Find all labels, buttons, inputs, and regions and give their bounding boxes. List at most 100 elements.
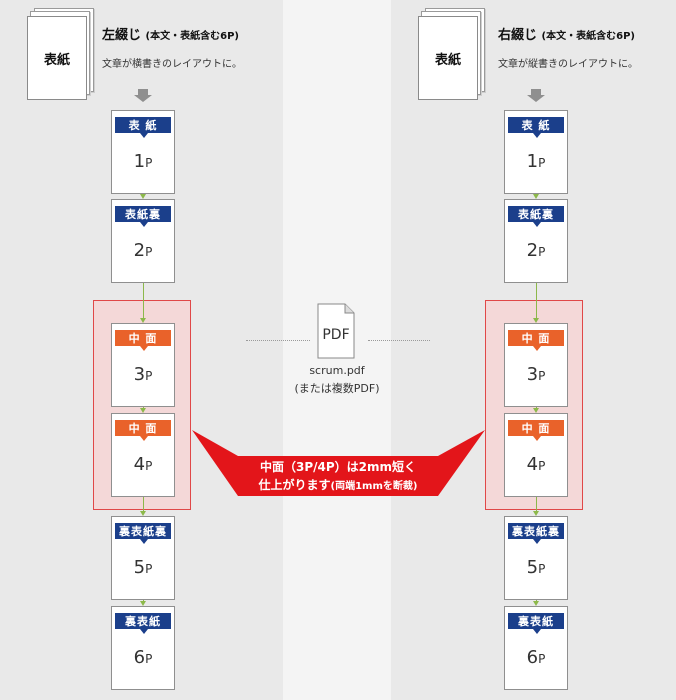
trim-note-line2-sub: (両端1mmを断裁): [330, 481, 418, 492]
left-connector-arrow-icon: [140, 194, 146, 199]
page-number-unit: P: [538, 369, 546, 383]
right-connector-arrow-icon: [533, 511, 539, 516]
left-page-2: 表紙裏 2P: [111, 199, 175, 283]
right-page-5: 裏表紙裏 5P: [504, 516, 568, 600]
page-number: 3P: [112, 364, 174, 385]
page-tag-pointer: [533, 436, 541, 441]
left-binding-title: 左綴じ (本文・表紙含む6P): [102, 24, 239, 43]
page-tag-pointer: [140, 539, 148, 544]
right-connector-arrow-icon: [533, 408, 539, 413]
right-page-6: 裏表紙 6P: [504, 606, 568, 690]
page-number-value: 3: [133, 364, 146, 385]
left-cover-label: 表紙: [43, 52, 70, 68]
page-number-value: 3: [526, 364, 539, 385]
page-number: 6P: [505, 647, 567, 668]
left-connector-arrow-icon: [140, 408, 146, 413]
right-connector-line: [536, 407, 537, 408]
page-tag: 表 紙: [508, 117, 564, 133]
pdf-document-icon: PDF: [317, 303, 355, 359]
page-tag: 裏表紙裏: [115, 523, 171, 539]
left-page-6: 裏表紙 6P: [111, 606, 175, 690]
trim-note-line2-main: 仕上がります: [258, 478, 331, 492]
page-number: 5P: [112, 557, 174, 578]
left-connector-line: [143, 497, 144, 511]
right-connector-arrow-icon: [533, 318, 539, 323]
right-page-2: 表紙裏 2P: [504, 199, 568, 283]
page-tag: 裏表紙裏: [508, 523, 564, 539]
pdf-right-dotted-line: [368, 340, 430, 341]
page-number-value: 4: [133, 454, 146, 475]
page-tag: 中 面: [508, 330, 564, 346]
left-connector-line: [143, 283, 144, 318]
page-number: 1P: [112, 151, 174, 172]
page-tag-pointer: [140, 222, 148, 227]
page-tag-pointer: [533, 133, 541, 138]
page-tag-pointer: [140, 346, 148, 351]
page-number-unit: P: [145, 245, 153, 259]
page-tag-pointer: [533, 222, 541, 227]
right-cover-sheet: 表紙: [418, 16, 478, 100]
page-tag: 中 面: [115, 420, 171, 436]
page-tag-pointer: [140, 133, 148, 138]
page-number-unit: P: [538, 652, 546, 666]
page-tag: 中 面: [508, 420, 564, 436]
right-page-3: 中 面 3P: [504, 323, 568, 407]
right-connector-line: [536, 497, 537, 511]
pdf-icon-label: PDF: [322, 327, 350, 343]
right-connector-arrow-icon: [533, 601, 539, 606]
page-tag-pointer: [140, 436, 148, 441]
left-connector-arrow-icon: [140, 601, 146, 606]
trim-note-line1: 中面（3P/4P）は2mm短く: [259, 460, 417, 474]
page-number-value: 2: [526, 240, 539, 261]
page-number-value: 2: [133, 240, 146, 261]
right-connector-arrow-icon: [533, 194, 539, 199]
page-number-unit: P: [145, 652, 153, 666]
trim-note-line2: 仕上がります(両端1mmを断裁): [238, 476, 438, 496]
left-page-4: 中 面 4P: [111, 413, 175, 497]
right-connector-line: [536, 283, 537, 318]
page-number-unit: P: [145, 562, 153, 576]
left-connector-arrow-icon: [140, 318, 146, 323]
page-tag-pointer: [533, 346, 541, 351]
left-cover-sheet: 表紙: [27, 16, 87, 100]
trim-note-callout: 中面（3P/4P）は2mm短く 仕上がります(両端1mmを断裁): [238, 456, 438, 496]
page-tag: 表紙裏: [508, 206, 564, 222]
page-number-unit: P: [538, 459, 546, 473]
page-number-value: 6: [133, 647, 146, 668]
page-tag: 表紙裏: [115, 206, 171, 222]
page-tag: 裏表紙: [115, 613, 171, 629]
note-right-wedge: [438, 430, 485, 496]
right-binding-title: 右綴じ (本文・表紙含む6P): [498, 24, 635, 43]
page-number: 2P: [112, 240, 174, 261]
right-title-sub: (本文・表紙含む6P): [541, 31, 635, 42]
page-number: 4P: [112, 454, 174, 475]
page-number: 1P: [505, 151, 567, 172]
page-number-value: 5: [526, 557, 539, 578]
page-number: 6P: [112, 647, 174, 668]
left-connector-line: [143, 600, 144, 601]
page-number-unit: P: [538, 245, 546, 259]
page-tag-pointer: [533, 629, 541, 634]
left-page-5: 裏表紙裏 5P: [111, 516, 175, 600]
note-left-wedge: [192, 430, 238, 496]
page-number: 2P: [505, 240, 567, 261]
page-number-value: 4: [526, 454, 539, 475]
page-number-value: 5: [133, 557, 146, 578]
page-number: 5P: [505, 557, 567, 578]
page-number-value: 6: [526, 647, 539, 668]
right-cover-label: 表紙: [434, 52, 461, 68]
left-binding-description: 文章が横書きのレイアウトに。: [102, 59, 242, 70]
page-tag: 中 面: [115, 330, 171, 346]
page-number-unit: P: [145, 156, 153, 170]
pdf-alternative: (または複数PDF): [294, 382, 380, 395]
left-title-sub: (本文・表紙含む6P): [145, 31, 239, 42]
pdf-filename: scrum.pdf: [309, 364, 365, 377]
page-tag: 裏表紙: [508, 613, 564, 629]
left-connector-arrow-icon: [140, 511, 146, 516]
right-page-1: 表 紙 1P: [504, 110, 568, 194]
right-page-4: 中 面 4P: [504, 413, 568, 497]
left-page-3: 中 面 3P: [111, 323, 175, 407]
page-tag-pointer: [533, 539, 541, 544]
